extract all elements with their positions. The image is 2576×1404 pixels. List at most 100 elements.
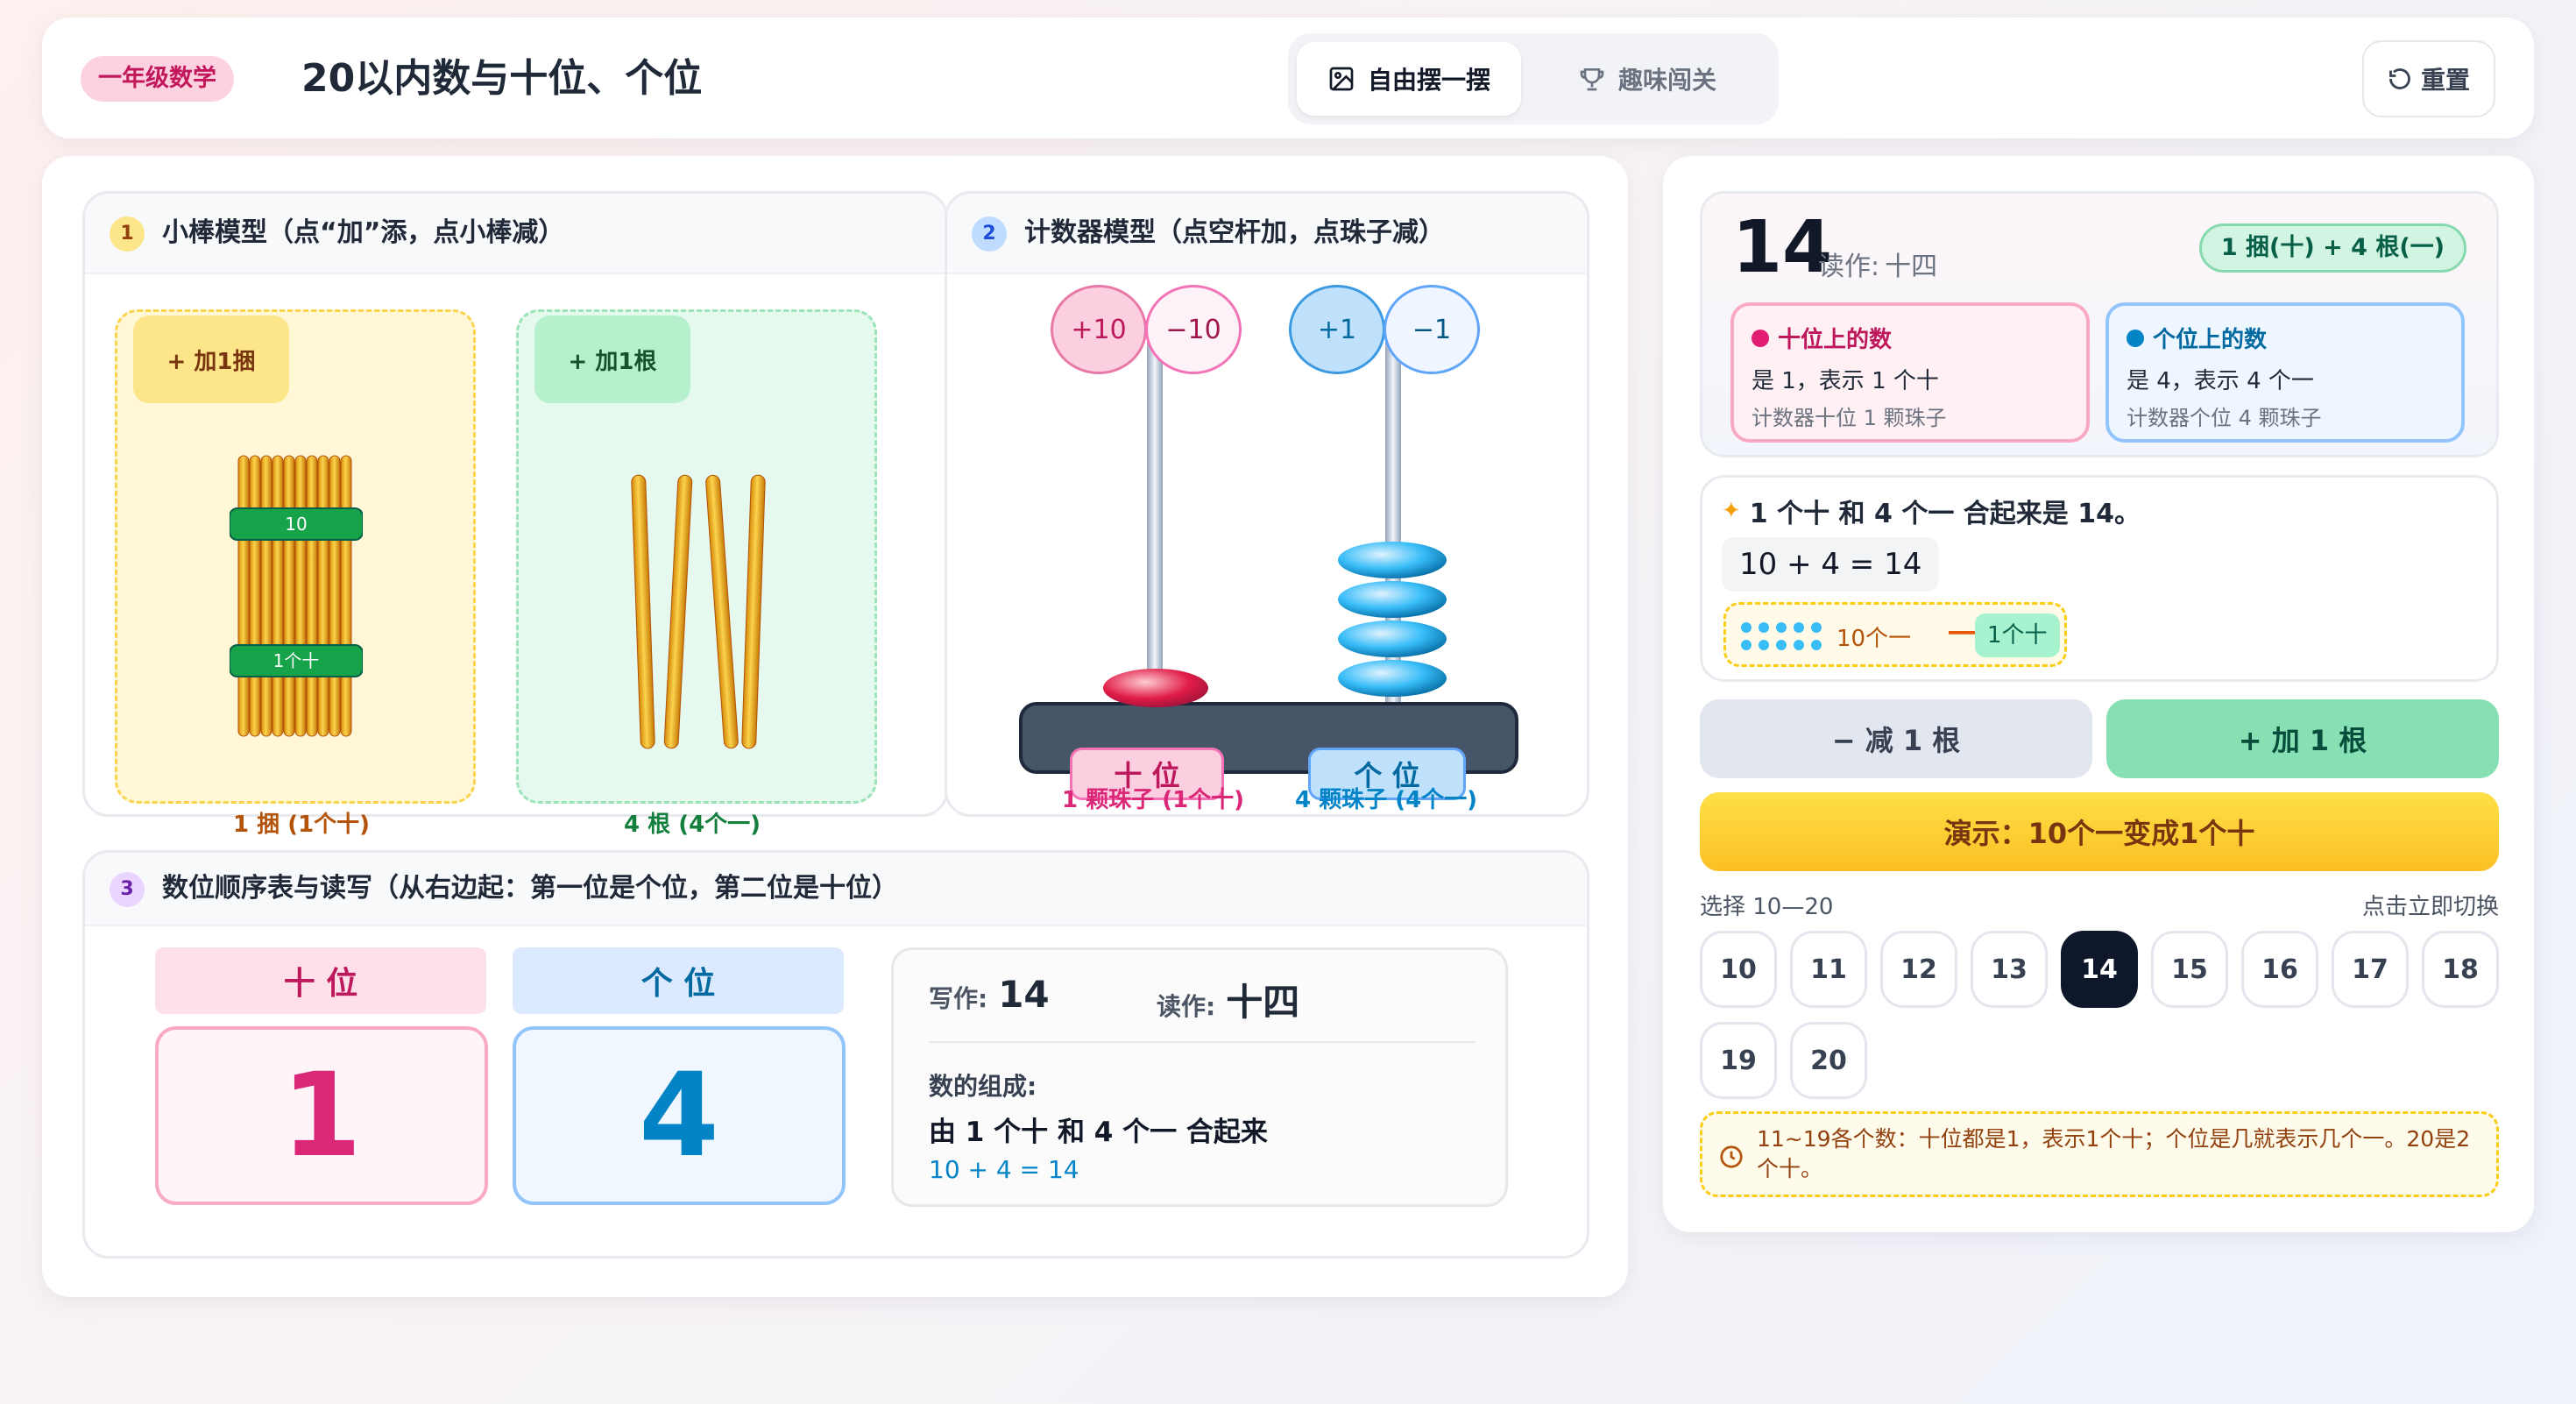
tens-card-title: 十位上的数 [1778, 327, 1893, 353]
ones-bead [1338, 660, 1447, 697]
ones-card-title: 个位上的数 [2153, 327, 2268, 353]
tens-stick-caption: 1 捆 (1个十) [233, 812, 371, 838]
explanation-equation: 10 + 4 = 14 [1722, 537, 1940, 592]
tens-plus-button[interactable]: +10 [1051, 285, 1147, 374]
number-option[interactable]: 16 [2241, 931, 2318, 1008]
read-write-box: 写作: 14 读作: 十四 数的组成: 由 1 个十 和 4 个一 合起来 10… [891, 947, 1508, 1207]
reset-icon [2389, 68, 2410, 89]
explanation-panel: ✦ 1 个十 和 4 个一 合起来是 14。 10 + 4 = 14 10个一 … [1700, 475, 2499, 682]
explanation-sentence: 1 个十 和 4 个一 合起来是 14。 [1749, 499, 2141, 529]
stick-bundle[interactable]: 10 1个十 [230, 452, 363, 741]
abacus [1019, 325, 1518, 774]
write-value: 14 [998, 973, 1050, 1016]
bundle-band-label: 10 [285, 514, 307, 535]
number-option-selected[interactable]: 14 [2061, 931, 2138, 1008]
tens-minus-button[interactable]: −10 [1145, 285, 1242, 374]
clock-icon [1720, 1145, 1743, 1168]
number-option[interactable]: 10 [1700, 931, 1777, 1008]
regroup-illustration: 10个一 ⟶ 1个十 [1723, 602, 2067, 667]
mode-switch: 自由摆一摆 趣味闯关 [1288, 33, 1779, 124]
summary-read-value: 十四 [1885, 252, 1938, 282]
ones-column-header: 个 位 [513, 947, 844, 1014]
trophy-icon [1580, 68, 1604, 91]
ones-stick-caption: 4 根 (4个一) [624, 812, 761, 838]
tens-digit-card: 十位上的数 是 1，表示 1 个十 计数器十位 1 颗珠子 [1730, 302, 2090, 443]
workspace: 1 小棒模型（点“加”添，点小棒减） + 加1捆 [42, 156, 1628, 1297]
ones-minus-button[interactable]: −1 [1384, 285, 1480, 374]
write-label: 写作: [929, 984, 988, 1013]
page-title: 20以内数与十位、个位 [301, 56, 703, 101]
number-option[interactable]: 11 [1790, 931, 1867, 1008]
number-option[interactable]: 12 [1880, 931, 1957, 1008]
ones-stick-zone: + 加1根 [516, 309, 877, 804]
ones-rod-label: 个 位 [1308, 748, 1466, 800]
picker-hint: 点击立即切换 [2361, 894, 2499, 920]
ones-bead [1338, 581, 1447, 618]
reset-button[interactable]: 重置 [2362, 40, 2495, 117]
grade-badge: 一年级数学 [81, 56, 234, 102]
tens-bead [1103, 669, 1208, 707]
ones-card-sub: 计数器个位 4 颗珠子 [2127, 406, 2322, 430]
loose-sticks [631, 474, 766, 749]
number-option[interactable]: 13 [1971, 931, 2048, 1008]
panel-number: 3 [110, 872, 145, 907]
composition-badge: 1 捆(十) + 4 根(一) [2198, 223, 2466, 273]
place-value-panel: 3 数位顺序表与读写（从右边起：第一位是个位，第二位是十位） 十 位 个 位 1… [82, 850, 1589, 1259]
mode-game-label: 趣味闯关 [1617, 66, 1716, 95]
one-ten-label: 1个十 [1975, 613, 2060, 657]
panel-title: 小棒模型（点“加”添，点小棒减） [162, 217, 565, 248]
add-stick-action-button[interactable]: + 加 1 根 [2106, 699, 2499, 778]
pink-dot-icon [1752, 329, 1769, 347]
ones-bead [1338, 542, 1447, 578]
composition-text: 由 1 个十 和 4 个一 合起来 [929, 1117, 1268, 1148]
big-number: 14 [1732, 206, 1833, 289]
loose-stick [741, 474, 766, 749]
number-option[interactable]: 18 [2422, 931, 2499, 1008]
ones-bead [1338, 620, 1447, 657]
ones-digit: 4 [513, 1026, 846, 1205]
picker-label: 选择 10—20 [1700, 894, 1834, 920]
loose-stick [705, 474, 739, 749]
blue-dot-icon [2127, 329, 2144, 347]
composition-label: 数的组成: [929, 1072, 1037, 1101]
summary-read-label: 读作: [1818, 252, 1880, 282]
number-option[interactable]: 20 [1790, 1022, 1867, 1099]
tens-stick-zone: + 加1捆 10 1个十 [115, 309, 476, 804]
ten-ones-label: 10个一 [1836, 626, 1912, 652]
ones-digit-card: 个位上的数 是 4，表示 4 个一 计数器个位 4 颗珠子 [2105, 302, 2465, 443]
composition-equation: 10 + 4 = 14 [929, 1155, 1079, 1184]
number-option[interactable]: 17 [2332, 931, 2409, 1008]
mode-game-button[interactable]: 趣味闯关 [1533, 42, 1761, 116]
counter-model-panel: 2 计数器模型（点空杆加，点珠子减） +10 −10 +1 −1 十 位 个 [945, 191, 1589, 817]
top-bar: 一年级数学 20以内数与十位、个位 自由摆一摆 趣味闯关 重置 [42, 18, 2534, 138]
read-label: 读作: [1157, 992, 1216, 1021]
tip-text: 11~19各个数：十位都是1，表示1个十；个位是几就表示几个一。20是2个十。 [1757, 1126, 2471, 1181]
read-value: 十四 [1226, 981, 1300, 1024]
divider [929, 1041, 1476, 1043]
bundle-band-label: 1个十 [273, 650, 320, 671]
tens-beads[interactable] [1094, 662, 1217, 714]
remove-stick-button[interactable]: − 减 1 根 [1700, 699, 2092, 778]
tens-column-header: 十 位 [155, 947, 486, 1014]
ones-card-line: 是 4，表示 4 个一 [2127, 368, 2314, 394]
tens-digit: 1 [155, 1026, 488, 1205]
ones-plus-button[interactable]: +1 [1289, 285, 1385, 374]
demo-button[interactable]: 演示：10个一变成1个十 [1700, 792, 2499, 871]
add-bundle-button[interactable]: + 加1捆 [133, 316, 289, 403]
reset-label: 重置 [2420, 66, 2470, 95]
panel-number: 2 [972, 216, 1007, 252]
tip-box: 11~19各个数：十位都是1，表示1个十；个位是几就表示几个一。20是2个十。 [1700, 1111, 2499, 1197]
add-stick-button[interactable]: + 加1根 [534, 316, 690, 403]
tens-card-line: 是 1，表示 1 个十 [1752, 368, 1939, 394]
stick-model-panel: 1 小棒模型（点“加”添，点小棒减） + 加1捆 [82, 191, 948, 817]
number-option[interactable]: 15 [2151, 931, 2228, 1008]
ten-dots-icon [1741, 622, 1822, 650]
number-summary: 14 读作: 十四 1 捆(十) + 4 根(一) 十位上的数 是 1，表示 1… [1700, 191, 2499, 457]
image-icon [1329, 67, 1354, 91]
ones-beads[interactable] [1331, 539, 1454, 714]
tens-card-sub: 计数器十位 1 颗珠子 [1752, 406, 1947, 430]
mode-free-button[interactable]: 自由摆一摆 [1297, 42, 1521, 116]
number-sidebar: 14 读作: 十四 1 捆(十) + 4 根(一) 十位上的数 是 1，表示 1… [1663, 156, 2534, 1232]
loose-stick [663, 474, 693, 749]
number-option[interactable]: 19 [1700, 1022, 1777, 1099]
